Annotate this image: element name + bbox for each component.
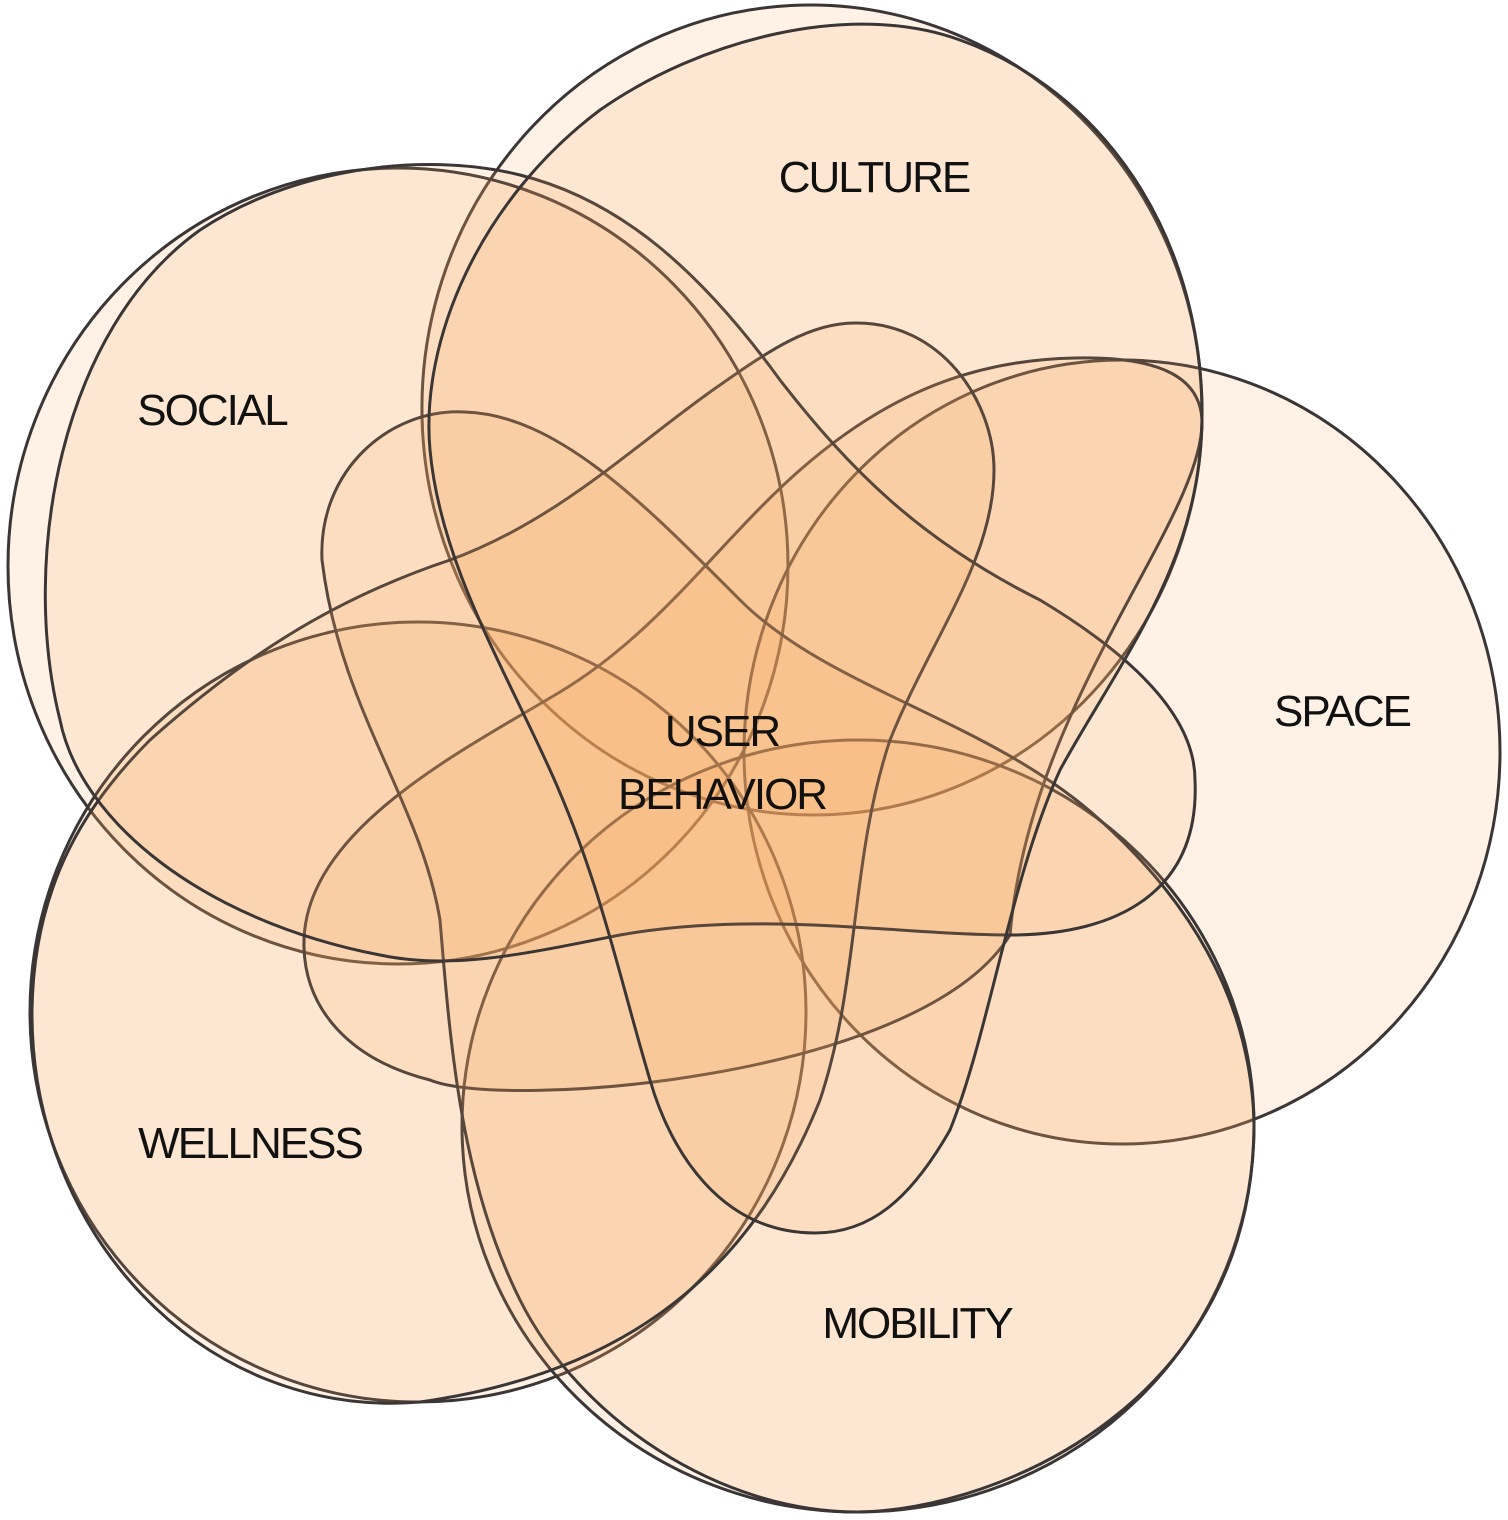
set-label-culture: CULTURE xyxy=(779,153,970,202)
set-wellness-inner-lobe xyxy=(43,163,1197,963)
set-label-social: SOCIAL xyxy=(137,386,288,435)
set-label-wellness: WELLNESS xyxy=(138,1119,362,1168)
set-label-space: SPACE xyxy=(1274,687,1411,736)
set-mobility-inner-lobe xyxy=(427,22,1204,1235)
center-label-line-2: BEHAVIOR xyxy=(618,770,826,819)
center-label-line-1: USER xyxy=(665,707,779,756)
set-culture-inner-lobe xyxy=(302,356,1204,1093)
set-space-inner-lobe xyxy=(30,321,996,1405)
set-social-inner-lobe xyxy=(320,410,1256,1514)
set-label-mobility: MOBILITY xyxy=(822,1299,1013,1348)
